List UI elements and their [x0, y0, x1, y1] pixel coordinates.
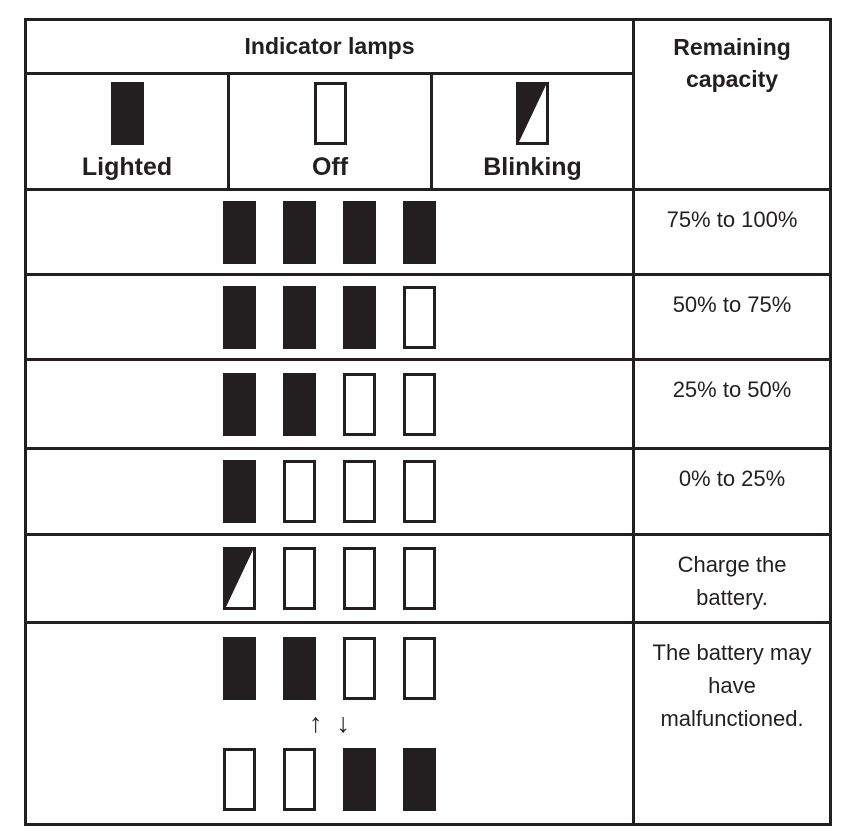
lamp-lit-icon	[283, 200, 316, 264]
lamp-off-icon	[283, 747, 316, 811]
lamp-off-icon	[283, 460, 316, 523]
lamp-lit-icon	[403, 747, 436, 811]
lamp-group	[27, 460, 632, 523]
capacity-malfunction: The battery may have malfunctioned.	[632, 621, 833, 826]
lamps-cell-50-75	[23, 273, 636, 361]
capacity-25-50: 25% to 50%	[632, 358, 833, 450]
lamp-blinking-icon	[516, 81, 549, 145]
off-lamp-icon-wrap	[313, 81, 347, 145]
lamp-off-icon	[283, 547, 316, 610]
lamp-blinking-icon	[223, 547, 256, 610]
lamp-lit-icon	[403, 200, 436, 264]
lamp-group	[27, 200, 632, 264]
lamps-cell-charge	[23, 533, 636, 624]
header-row: Indicator lamps Remaining capacity	[23, 18, 833, 191]
table-row: ↑ ↓ The battery may have malfunctioned.	[23, 621, 833, 826]
lamp-lit-icon	[223, 200, 256, 264]
alternating-lamp-states: ↑ ↓	[27, 636, 632, 811]
lamps-cell-25-50	[23, 358, 636, 450]
lamp-off-icon	[223, 747, 256, 811]
blinking-lamp-icon-wrap	[516, 81, 549, 145]
indicator-lamp-table: Indicator lamps Remaining capacity Light…	[23, 18, 833, 826]
lamp-off-icon	[343, 636, 376, 700]
lighted-lamp-icon-wrap	[110, 81, 144, 145]
capacity-0-25: 0% to 25%	[632, 447, 833, 536]
indicator-lamps-header: Indicator lamps	[23, 18, 636, 75]
lamp-off-icon	[343, 372, 376, 436]
lamp-off-icon	[403, 636, 436, 700]
legend-lighted-label: Lighted	[81, 152, 173, 181]
legend-cell-blinking: Blinking	[429, 72, 636, 191]
lamp-off-icon	[403, 372, 436, 436]
table-row: 75% to 100%	[23, 188, 833, 276]
lamp-group	[27, 372, 632, 436]
lamp-off-icon	[403, 285, 436, 349]
table-row: 50% to 75%	[23, 273, 833, 361]
arrow-up-icon: ↑	[309, 708, 323, 738]
lamp-group	[27, 547, 632, 610]
lamp-off-icon	[403, 547, 436, 610]
legend-off: Off	[230, 81, 430, 182]
capacity-75-100: 75% to 100%	[632, 188, 833, 276]
lamp-lit-icon	[223, 460, 256, 523]
legend-off-label: Off	[311, 152, 349, 181]
lamp-lit-icon	[343, 200, 376, 264]
lamp-lit-icon	[223, 285, 256, 349]
legend-cell-off: Off	[227, 72, 433, 191]
lamp-lit-icon	[223, 636, 256, 700]
lamp-lit-icon	[110, 81, 144, 145]
lamp-group	[27, 285, 632, 349]
legend-cell-lighted: Lighted	[24, 72, 230, 191]
lamp-group-bottom	[223, 747, 436, 811]
table-row: 25% to 50%	[23, 358, 833, 450]
legend-blinking-label: Blinking	[483, 152, 582, 181]
capacity-charge: Charge the battery.	[632, 533, 833, 624]
lamp-lit-icon	[343, 285, 376, 349]
lamp-lit-icon	[283, 285, 316, 349]
lamp-lit-icon	[343, 747, 376, 811]
lamp-lit-icon	[283, 372, 316, 436]
lamp-off-icon	[343, 460, 376, 523]
table-row: 0% to 25%	[23, 447, 833, 536]
lamps-cell-0-25	[23, 447, 636, 536]
legend-blinking: Blinking	[433, 81, 632, 182]
lamp-off-icon	[343, 547, 376, 610]
lamp-lit-icon	[283, 636, 316, 700]
lamp-off-icon	[313, 81, 347, 145]
lamp-off-icon	[403, 460, 436, 523]
lamp-group-top	[223, 636, 436, 700]
lamps-cell-malfunction: ↑ ↓	[23, 621, 636, 826]
table-row: Charge the battery.	[23, 533, 833, 624]
legend-lighted: Lighted	[27, 81, 227, 182]
arrow-down-icon: ↓	[336, 708, 351, 738]
legend-row: Lighted Off Blinking	[24, 72, 831, 191]
lamp-lit-icon	[223, 372, 256, 436]
capacity-50-75: 50% to 75%	[632, 273, 833, 361]
remaining-capacity-header: Remaining capacity	[632, 18, 833, 191]
lamps-cell-75-100	[23, 188, 636, 276]
state-toggle-arrows: ↑ ↓	[309, 707, 350, 741]
